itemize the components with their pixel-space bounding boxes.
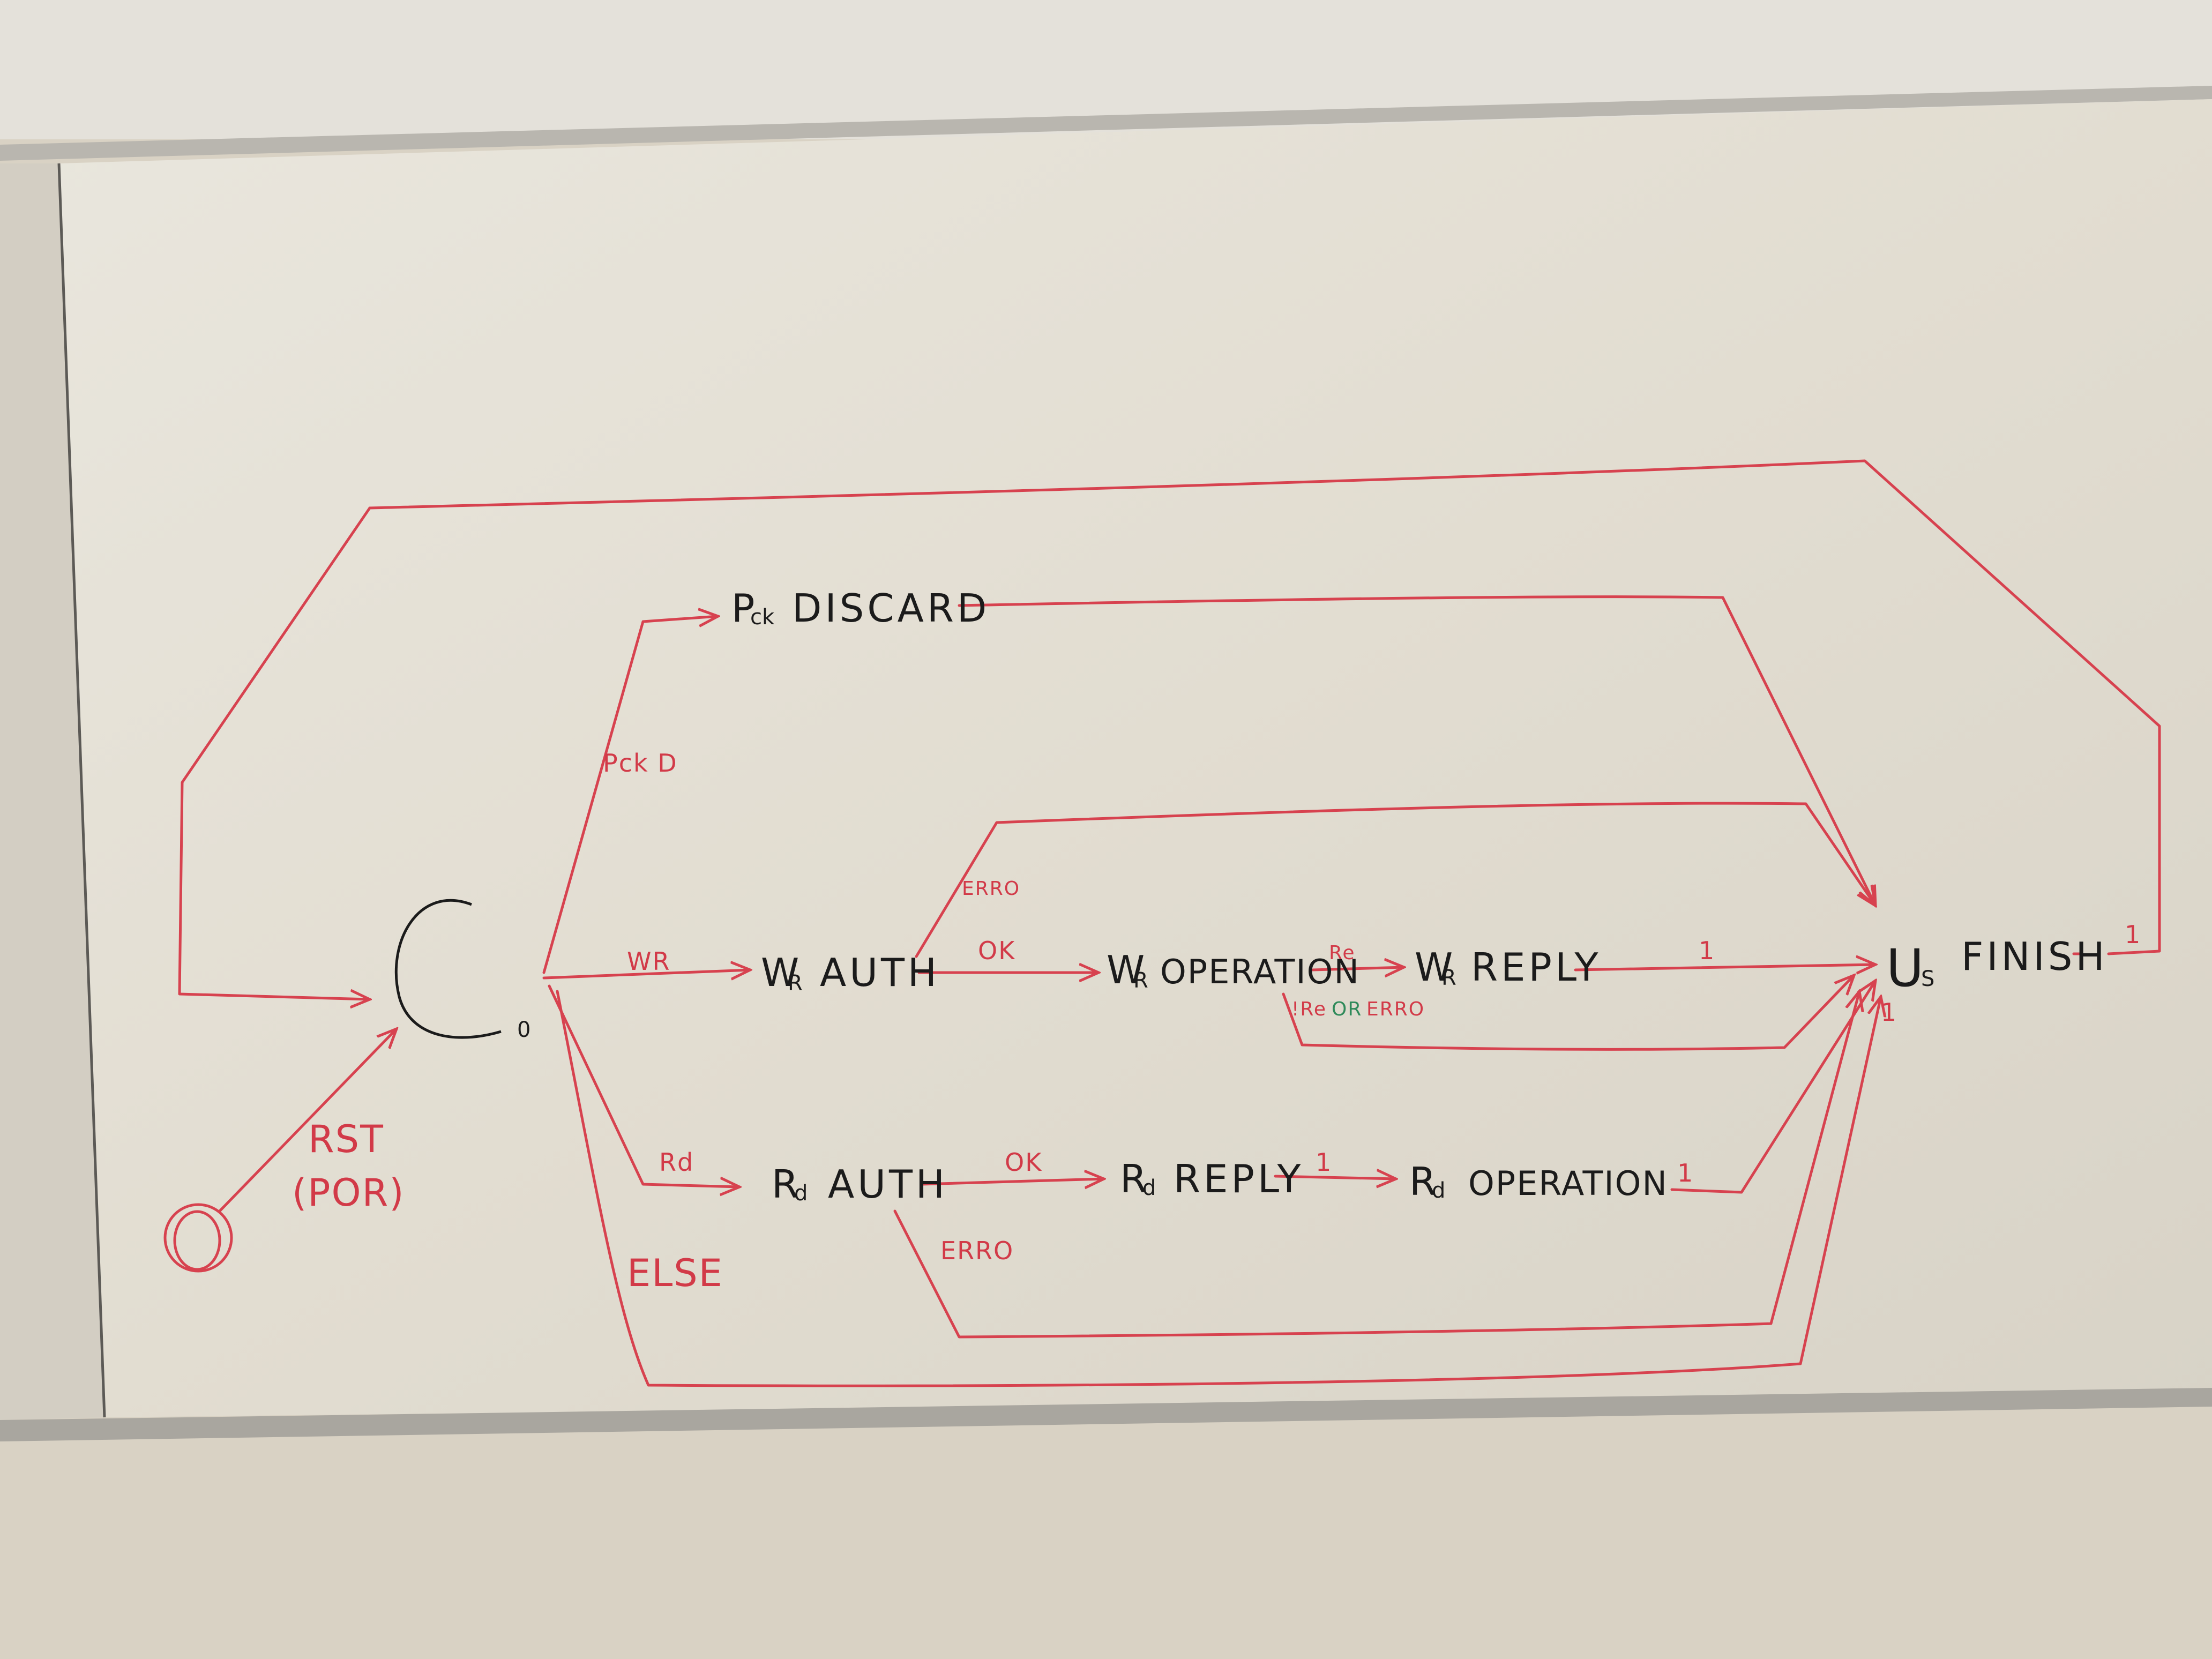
edge-rd-auth-to-rd-reply xyxy=(920,1179,1104,1184)
state-us-finish-prefix: U xyxy=(1886,938,1927,998)
label-rd-auth-ok: OK xyxy=(1005,1148,1042,1177)
label-wr-auth-erro: ERRO xyxy=(962,878,1020,900)
label-rd-op-done: 1 xyxy=(1677,1159,1694,1187)
state-rd-reply: R d REPLY xyxy=(1120,1156,1304,1201)
label-reset-por: (POR) xyxy=(292,1171,405,1215)
edge-c0-to-rd-auth xyxy=(548,984,739,1187)
edge-rd-auth-erro xyxy=(893,991,1859,1339)
state-rd-operation: R d OPERATION xyxy=(1409,1159,1668,1204)
initial-state-inner xyxy=(173,1210,221,1271)
label-wr-op-erro: ERRO xyxy=(1366,998,1425,1020)
state-us-finish: U S FINISH xyxy=(1886,934,2108,998)
label-wr-reply-done: 1 xyxy=(1699,936,1715,965)
state-us-finish-label: FINISH xyxy=(1961,934,2108,979)
state-wr-operation-prefix: W xyxy=(1107,947,1148,992)
label-else: ELSE xyxy=(627,1251,723,1295)
state-pck-discard-sub: ck xyxy=(750,605,775,630)
c0-symbol xyxy=(394,899,502,1039)
label-wr-op-re: Re xyxy=(1329,942,1356,964)
label-wr-op-not-re: !Re xyxy=(1291,998,1327,1020)
edge-wr-operation-not-re xyxy=(1282,975,1854,1051)
state-pck-discard-label: DISCARD xyxy=(792,586,990,631)
label-rd-auth-erro: ERRO xyxy=(940,1236,1014,1265)
state-rd-reply-sub: d xyxy=(1142,1176,1156,1200)
edge-loop-to-c0 xyxy=(178,506,370,999)
state-pck-discard: P ck DISCARD xyxy=(731,586,990,631)
state-wr-reply-label: REPLY xyxy=(1471,945,1601,990)
label-wr-op-or: OR xyxy=(1332,998,1362,1020)
label-wr-auth-ok: OK xyxy=(978,936,1015,965)
state-wr-reply-prefix: W xyxy=(1415,945,1456,990)
edge-rd-reply-to-rd-operation xyxy=(1274,1176,1396,1179)
state-wr-auth-sub: R xyxy=(788,971,803,996)
state-wr-reply-sub: R xyxy=(1441,966,1456,990)
state-pck-discard-prefix: P xyxy=(731,586,758,631)
label-finish-in: 1 xyxy=(1881,998,1897,1027)
state-rd-auth: R d AUTH xyxy=(772,1162,948,1207)
state-wr-operation-sub: R xyxy=(1133,968,1148,993)
state-rd-auth-prefix: R xyxy=(772,1162,802,1207)
state-wr-auth-prefix: W xyxy=(761,950,802,995)
state-wr-operation-label: OPERATION xyxy=(1160,952,1360,991)
initial-state-outer xyxy=(163,1203,233,1273)
edge-c0-else xyxy=(556,990,1881,1387)
label-rd-reply-done: 1 xyxy=(1316,1148,1332,1177)
state-rd-reply-label: REPLY xyxy=(1174,1156,1304,1201)
edge-c0-to-pck-discard xyxy=(542,616,718,974)
board-bottom-tray xyxy=(0,1388,2212,1441)
board-left-frame xyxy=(0,163,104,1420)
state-rd-auth-sub: d xyxy=(794,1181,808,1206)
board-top-frame xyxy=(0,86,2212,161)
state-rd-operation-label: OPERATION xyxy=(1468,1164,1668,1203)
label-wr: WR xyxy=(627,947,670,976)
state-rd-operation-prefix: R xyxy=(1409,1159,1439,1204)
label-rd: Rd xyxy=(659,1148,694,1177)
state-wr-reply: W R REPLY xyxy=(1415,945,1601,990)
edge-wr-auth-erro xyxy=(915,802,1875,958)
state-wr-auth: W R AUTH xyxy=(761,950,940,996)
label-finish-loop: 1 xyxy=(2125,920,2141,949)
label-reset-rst: RST xyxy=(308,1117,384,1161)
edge-rd-operation-to-finish xyxy=(1670,981,1875,1194)
edge-wr-operation-to-wr-reply xyxy=(1311,967,1404,970)
edge-c0-to-wr-auth xyxy=(542,970,750,978)
edge-pck-discard-to-finish xyxy=(958,595,1875,906)
edge-wr-reply-to-finish xyxy=(1574,965,1875,970)
state-rd-operation-sub: d xyxy=(1432,1178,1445,1203)
state-wr-auth-label: AUTH xyxy=(820,950,940,995)
label-pck-d: Pck D xyxy=(603,749,678,778)
c0-sub: 0 xyxy=(517,1018,530,1042)
state-wr-operation: W R OPERATION xyxy=(1107,947,1360,993)
edge-top-loop xyxy=(368,459,2161,955)
state-rd-auth-label: AUTH xyxy=(828,1162,948,1207)
board-left-edge xyxy=(57,163,106,1418)
edge-reset xyxy=(218,1029,397,1213)
whiteboard-surface xyxy=(59,99,2212,1417)
state-us-finish-sub: S xyxy=(1921,967,1934,991)
state-rd-reply-prefix: R xyxy=(1120,1156,1150,1201)
